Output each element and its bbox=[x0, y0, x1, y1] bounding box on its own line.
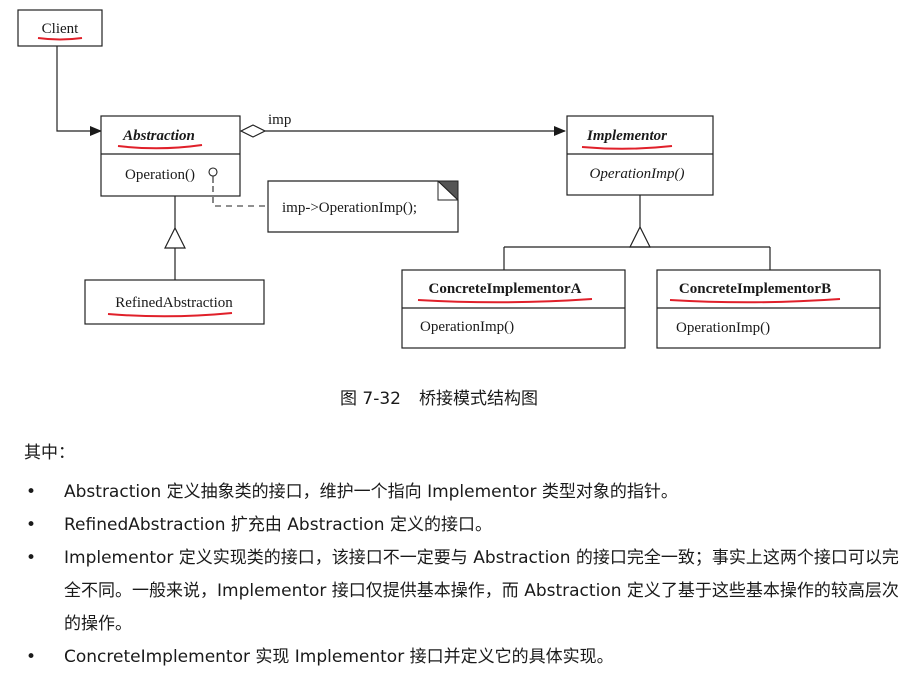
client-label: Client bbox=[42, 21, 79, 37]
list-item-text: ConcreteImplementor 实现 Implementor 接口并定义… bbox=[64, 647, 614, 667]
concrete-b-name: ConcreteImplementorB bbox=[679, 281, 831, 297]
list-item: • RefinedAbstraction 扩充由 Abstraction 定义的接… bbox=[24, 509, 904, 542]
client-association-arrow bbox=[56, 46, 102, 136]
red-underline bbox=[581, 145, 673, 150]
client-class: Client bbox=[17, 9, 103, 47]
implementor-operation: OperationImp() bbox=[590, 166, 685, 182]
concrete-implementor-a-class: ConcreteImplementorA OperationImp() bbox=[401, 269, 626, 349]
note-anchor-circle bbox=[208, 167, 218, 177]
imp-label: imp bbox=[268, 112, 291, 128]
list-item: • Abstraction 定义抽象类的接口，维护一个指向 Implementor… bbox=[24, 476, 904, 509]
list-item-text: Implementor 定义实现类的接口，该接口不一定要与 Abstractio… bbox=[64, 548, 899, 634]
red-underline bbox=[417, 298, 593, 304]
figure-caption: 图 7-32 桥接模式结构图 bbox=[340, 384, 538, 409]
note-text: imp->OperationImp(); bbox=[282, 200, 417, 216]
bullet-icon: • bbox=[25, 482, 37, 502]
description-section: 其中： • Abstraction 定义抽象类的接口，维护一个指向 Impleme… bbox=[24, 440, 904, 674]
note-fold-icon bbox=[436, 180, 459, 202]
abstraction-class: Abstraction Operation() bbox=[100, 115, 241, 197]
inheritance-triangle-icon bbox=[629, 225, 651, 248]
red-underline bbox=[107, 312, 233, 318]
figure-title: 桥接模式结构图 bbox=[419, 389, 538, 409]
intro-text: 其中： bbox=[24, 443, 75, 463]
concrete-implementor-b-class: ConcreteImplementorB OperationImp() bbox=[656, 269, 881, 349]
list-item: • ConcreteImplementor 实现 Implementor 接口并定… bbox=[24, 641, 904, 674]
implementor-inheritance bbox=[503, 195, 771, 270]
bullet-icon: • bbox=[25, 647, 37, 667]
refined-abstraction-name: RefinedAbstraction bbox=[115, 295, 233, 311]
abstraction-operation: Operation() bbox=[125, 167, 195, 183]
implementor-class: Implementor OperationImp() bbox=[566, 115, 714, 196]
bullet-icon: • bbox=[25, 515, 37, 535]
red-underline bbox=[669, 298, 841, 304]
abstraction-inheritance bbox=[164, 196, 186, 280]
list-item-text: RefinedAbstraction 扩充由 Abstraction 定义的接口… bbox=[64, 515, 492, 535]
concrete-a-operation: OperationImp() bbox=[420, 319, 514, 335]
abstraction-name: Abstraction bbox=[122, 128, 195, 144]
note-connector bbox=[212, 186, 268, 207]
bridge-pattern-diagram: Client Abstraction Operation() imp imp->… bbox=[17, 9, 881, 349]
imp-aggregation: imp bbox=[239, 112, 566, 138]
bullet-icon: • bbox=[25, 548, 37, 568]
aggregation-diamond-icon bbox=[239, 124, 267, 138]
concrete-b-operation: OperationImp() bbox=[676, 320, 770, 336]
red-underline bbox=[37, 37, 83, 41]
refined-abstraction-class: RefinedAbstraction bbox=[84, 279, 265, 325]
bullet-list: • Abstraction 定义抽象类的接口，维护一个指向 Implementor… bbox=[24, 476, 904, 674]
code-note: imp->OperationImp(); bbox=[267, 180, 459, 233]
inheritance-triangle-icon bbox=[164, 226, 186, 249]
implementor-name: Implementor bbox=[586, 128, 667, 144]
list-item-text: Abstraction 定义抽象类的接口，维护一个指向 Implementor … bbox=[64, 482, 678, 502]
concrete-a-name: ConcreteImplementorA bbox=[428, 281, 581, 297]
figure-number: 图 7-32 bbox=[340, 389, 401, 409]
list-item: • Implementor 定义实现类的接口，该接口不一定要与 Abstracti… bbox=[24, 542, 904, 641]
red-underline bbox=[117, 144, 203, 150]
